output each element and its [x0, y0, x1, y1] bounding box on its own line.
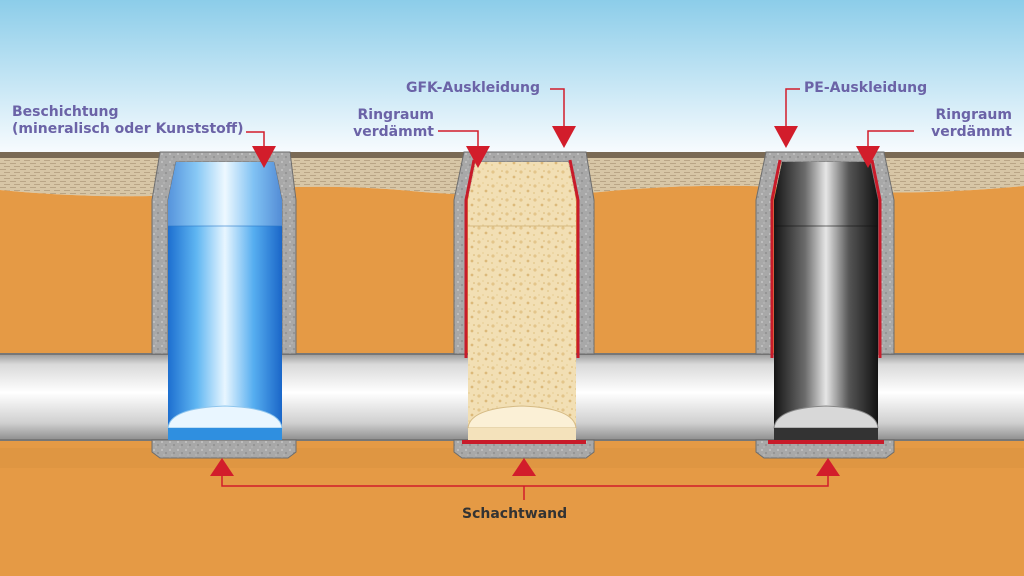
pointer-pe	[785, 88, 800, 126]
label-pe-lining: PE-Auskleidung	[804, 80, 928, 96]
shaft-gfk	[453, 151, 595, 459]
shaft-pe	[755, 151, 895, 459]
arrow-coating	[252, 146, 276, 168]
label-annulus-right-line2: verdämmt	[931, 124, 1012, 140]
label-annulus-right-line1: Ringraum	[935, 107, 1012, 123]
label-annulus-right: Ringraum verdämmt	[912, 107, 1012, 141]
arrow-annulus-left	[466, 146, 490, 168]
pointer-annulus-left	[438, 130, 479, 146]
shaft-base-left	[151, 439, 297, 459]
arrow-wall-right	[816, 458, 840, 476]
label-annulus-left: Ringraum verdämmt	[346, 107, 434, 141]
gfk-lining	[468, 162, 576, 440]
pointer-lines	[221, 88, 914, 500]
arrow-wall-left	[210, 458, 234, 476]
label-annulus-left-line2: verdämmt	[353, 124, 434, 140]
label-annulus-left-line1: Ringraum	[357, 107, 434, 123]
label-coating-line2: (mineralisch oder Kunststoff)	[12, 121, 244, 137]
arrow-annulus-right	[856, 146, 880, 168]
label-shaft-wall: Schachtwand	[462, 506, 568, 522]
pointer-shaft-wall-bracket	[221, 474, 829, 487]
arrow-heads	[210, 126, 880, 476]
shaft-coating	[151, 151, 297, 459]
sky-background	[0, 0, 1024, 152]
arrow-wall-middle	[512, 458, 536, 476]
shaft-base-right	[755, 439, 895, 459]
arrow-gfk	[552, 126, 576, 148]
label-gfk-lining: GFK-Auskleidung	[406, 80, 541, 96]
pointer-gfk	[550, 88, 565, 126]
shaft-base-middle	[453, 439, 595, 459]
label-coating: Beschichtung (mineralisch oder Kunststof…	[12, 104, 244, 138]
pointer-annulus-right	[867, 130, 914, 146]
coating-layer	[168, 162, 282, 440]
arrow-pe	[774, 126, 798, 148]
pe-lining	[774, 162, 878, 440]
pointer-coating	[246, 131, 265, 146]
label-coating-line1: Beschichtung	[12, 104, 119, 120]
